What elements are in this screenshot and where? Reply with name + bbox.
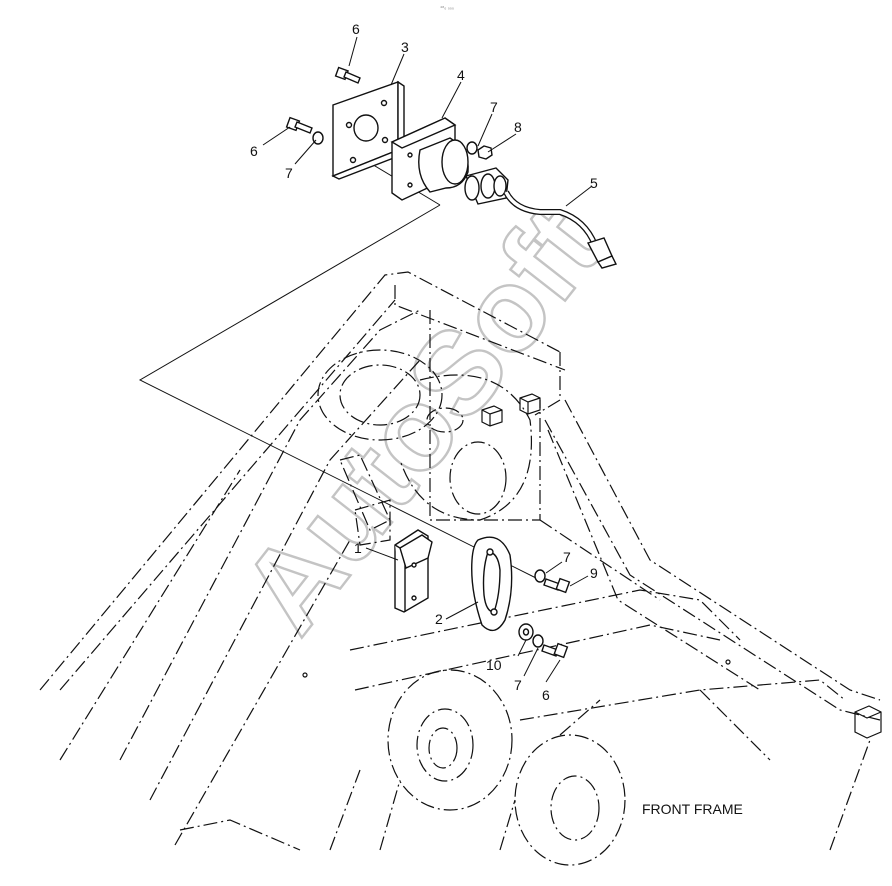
angle-bracket (339, 454, 433, 613)
callout-7-lower: 7 (514, 677, 522, 693)
washer-icon (466, 141, 478, 155)
callout-6-lower: 6 (542, 687, 550, 703)
front-frame-outline (39, 271, 882, 866)
bolt-icon (543, 577, 571, 594)
target-plate (471, 536, 513, 632)
bolt-icon (285, 116, 313, 134)
callout-2: 2 (435, 611, 443, 627)
sensor-cable-assembly (464, 167, 618, 269)
bolt-icon (541, 642, 569, 659)
callout-6-top: 6 (352, 21, 360, 37)
lower-fasteners (518, 569, 571, 659)
diagram-caption: FRONT FRAME (642, 801, 743, 817)
callout-1: 1 (354, 540, 362, 556)
callout-labels: 6 3 4 7 8 6 7 5 1 2 7 9 10 7 6 (250, 21, 598, 703)
callout-8: 8 (514, 119, 522, 135)
washer-icon (534, 569, 546, 583)
callout-10: 10 (486, 657, 502, 673)
leader-lines (262, 36, 593, 683)
callout-7-left: 7 (285, 165, 293, 181)
nut-icon (477, 145, 493, 160)
sensor-housing (390, 117, 469, 201)
callout-7-upper: 7 (490, 99, 498, 115)
callout-3: 3 (401, 39, 409, 55)
callout-4: 4 (457, 67, 465, 83)
callout-6-left: 6 (250, 143, 258, 159)
upper-fasteners (285, 66, 493, 160)
callout-9: 9 (590, 565, 598, 581)
callout-5: 5 (590, 175, 598, 191)
bolt-icon (334, 66, 361, 84)
top-note: ⁴⁸₀ ₀₀₀ (440, 5, 454, 11)
callout-7-plate: 7 (563, 549, 571, 565)
washer-icon (532, 634, 544, 648)
